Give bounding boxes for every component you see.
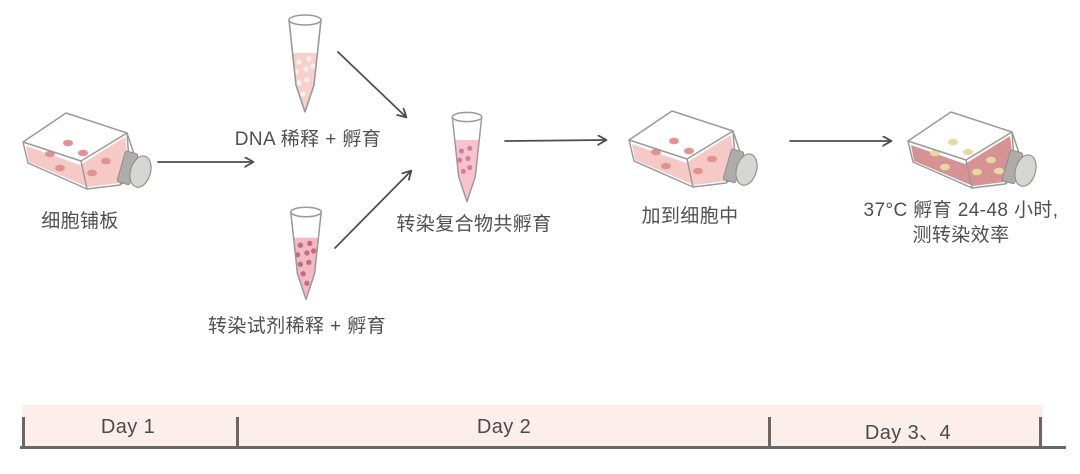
flow-arrows [157,51,891,249]
timeline-tick-end [1039,417,1042,446]
tube-complex-liquid [454,140,480,202]
flask-incubated-icon [907,111,1041,190]
final-flask-liquid [911,136,1013,186]
tube-reagent-icon [290,206,322,301]
timeline-day2-label: Day 2 [476,416,532,438]
flask-add-to-cells-icon [628,110,762,189]
label-incubate-line2: 测转染效率 [912,225,1010,246]
label-add-to-cells: 加到细胞中 [641,206,739,227]
timeline-baseline [20,446,1066,449]
arrow-reagent-to-complex [334,171,411,249]
label-dna-dilution: DNA 稀释 + 孵育 [234,129,382,150]
flask-cells [45,139,111,177]
timeline-day34-label: Day 3、4 [864,422,952,444]
flask-cell-plating-icon [22,112,156,191]
flask-cells [651,137,717,175]
tube-dna-icon [288,14,322,113]
arrow-complex-to-cells [504,140,606,141]
timeline-tick-start [22,417,25,446]
timeline-tick-day2-day3 [768,417,771,446]
tube-dna-dots [293,56,316,97]
label-complex-incubation: 转染复合物共孵育 [396,214,552,235]
label-reagent-dilution: 转染试剂稀释 + 孵育 [207,316,387,337]
timeline-day1-label: Day 1 [100,416,156,438]
timeline-bar [22,405,1043,446]
tube-complex-dots [457,145,473,174]
label-cell-plating: 细胞铺板 [41,211,119,232]
tube-complex-icon [451,111,483,203]
arrow-dna-to-complex [337,51,406,117]
timeline-tick-day1-day2 [236,417,239,446]
flask-liquid [26,137,128,187]
label-incubate-measure: 37°C 孵育 24-48 小时, 测转染效率 [864,198,1059,248]
label-incubate-line1: 37°C 孵育 24-48 小时, [863,200,1059,221]
flask-liquid [632,135,734,185]
